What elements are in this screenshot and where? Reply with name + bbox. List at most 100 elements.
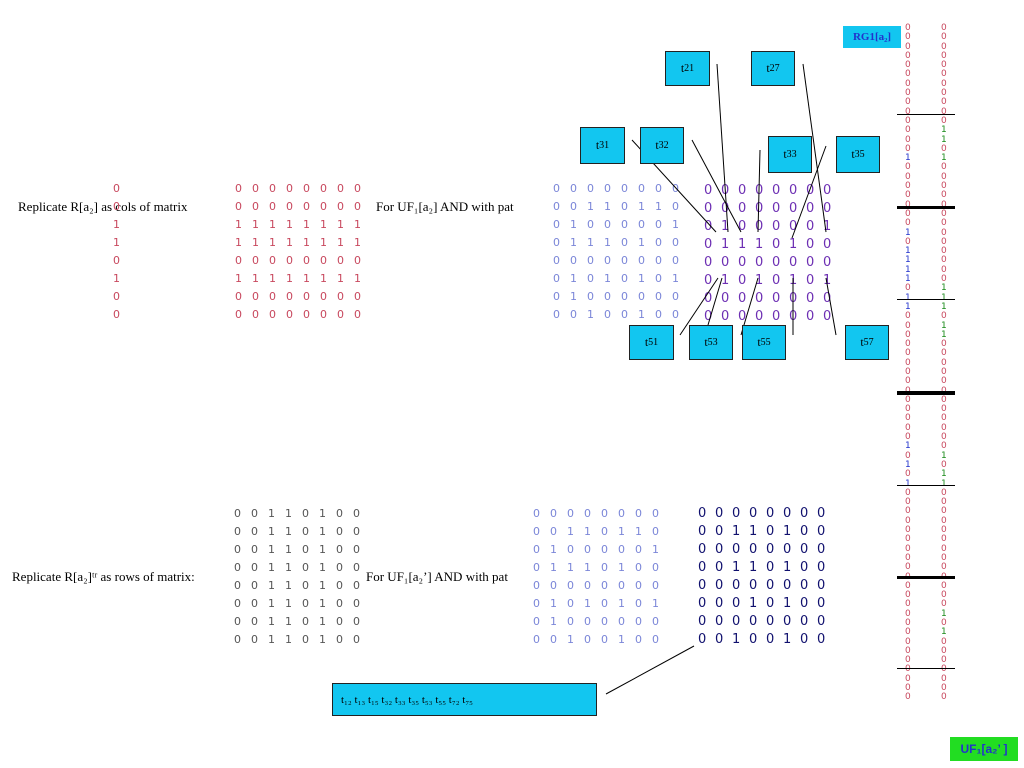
separator-1 (897, 114, 955, 115)
bit-cell: 0 (550, 579, 557, 592)
side-bit: 0 (905, 60, 911, 71)
side-bit: 0 (905, 23, 911, 33)
bit-cell: 0 (337, 308, 344, 321)
side-bit: 0 (905, 69, 911, 80)
bit-cell: 0 (234, 615, 241, 628)
bit-cell: 0 (320, 254, 327, 267)
bit-cell: 0 (286, 182, 293, 195)
bit-cell: 0 (652, 561, 659, 574)
bit-cell: 1 (319, 543, 326, 556)
side-bit: 0 (905, 106, 911, 117)
side-bit: 0 (905, 311, 911, 322)
bit-cell: 0 (698, 542, 707, 557)
side-bit: 0 (905, 162, 911, 173)
bit-cell: 0 (652, 507, 659, 520)
bit-cell: 0 (533, 507, 540, 520)
bit-cell: 0 (783, 542, 792, 557)
bit-cell: 0 (320, 308, 327, 321)
bit-cell: 0 (732, 614, 741, 629)
bit-cell: 0 (354, 308, 361, 321)
bit-cell: 0 (553, 254, 560, 267)
bit-cell: 0 (320, 290, 327, 303)
bit-cell: 0 (550, 633, 557, 646)
bit-cell: 1 (285, 525, 292, 538)
bit-cell: 0 (604, 290, 611, 303)
bit-cell: 0 (766, 506, 775, 521)
bit-cell: 1 (303, 272, 310, 285)
side-bit: 0 (941, 171, 947, 182)
bit-cell: 0 (789, 201, 798, 216)
bit-cell: 1 (252, 272, 259, 285)
separator-7 (897, 668, 955, 669)
bit-cell: 1 (354, 272, 361, 285)
bit-cell: 0 (638, 218, 645, 231)
bit-cell: 0 (783, 578, 792, 593)
side-bit: 0 (905, 386, 911, 396)
side-bit: 0 (941, 88, 947, 99)
bit-cell: 0 (738, 291, 747, 306)
bit-cell: 1 (587, 200, 594, 213)
bit-cell: 0 (732, 578, 741, 593)
side-bit: 0 (941, 190, 947, 201)
bit-cell: 0 (823, 255, 832, 270)
side-bit: 0 (905, 88, 911, 99)
bit-cell: 0 (738, 183, 747, 198)
bit-cell: 0 (336, 579, 343, 592)
bit-cell: 0 (749, 506, 758, 521)
bit-cell: 0 (621, 218, 628, 231)
bit-cell: 1 (604, 200, 611, 213)
bit-cell: 0 (715, 542, 724, 557)
bit-cell: 0 (772, 309, 781, 324)
bit-cell: 0 (354, 254, 361, 267)
side-bit: 0 (941, 580, 947, 591)
bit-cell: 1 (823, 273, 832, 288)
bit-cell: 1 (550, 597, 557, 610)
bit-cell: 0 (772, 201, 781, 216)
bit-cell: 1 (268, 615, 275, 628)
bit-cell: 0 (604, 308, 611, 321)
bit-cell: 1 (354, 236, 361, 249)
side-bit: 0 (941, 645, 947, 656)
bit-cell: 1 (285, 597, 292, 610)
bit-cell: 1 (286, 272, 293, 285)
side-bit: 0 (941, 497, 947, 508)
bit-cell: 0 (234, 633, 241, 646)
side-bit: 0 (905, 543, 911, 554)
bit-cell: 0 (252, 254, 259, 267)
bit-cell: 0 (704, 183, 713, 198)
side-bit: 0 (905, 41, 911, 52)
t-summary-text: t₁₂ t₁₃ t₁₅ t₃₂ t₃₃ t₃₅ t₅₃ t₅₅ t₇₂ t₇₅ (341, 693, 474, 706)
side-bit: 0 (905, 339, 911, 350)
bit-cell: 0 (817, 596, 826, 611)
bit-cell: 1 (672, 218, 679, 231)
bit-cell: 0 (800, 542, 809, 557)
bit-cell: 1 (319, 507, 326, 520)
bit-cell: 0 (800, 614, 809, 629)
bit-cell: 0 (618, 615, 625, 628)
side-bit: 0 (941, 97, 947, 108)
bit-cell: 0 (234, 561, 241, 574)
bit-cell: 0 (800, 506, 809, 521)
bit-cell: 0 (715, 614, 724, 629)
separator-3 (897, 299, 955, 300)
bit-cell: 0 (533, 579, 540, 592)
bit-cell: 0 (738, 255, 747, 270)
bit-cell: 0 (584, 579, 591, 592)
bit-cell: 0 (618, 507, 625, 520)
bit-cell: 1 (252, 218, 259, 231)
bit-cell: 0 (303, 254, 310, 267)
side-bit: 0 (905, 134, 911, 145)
side-bit: 0 (905, 683, 911, 694)
side-bit: 0 (941, 552, 947, 563)
bit-cell: 1 (783, 596, 792, 611)
side-bit: 0 (941, 115, 947, 126)
